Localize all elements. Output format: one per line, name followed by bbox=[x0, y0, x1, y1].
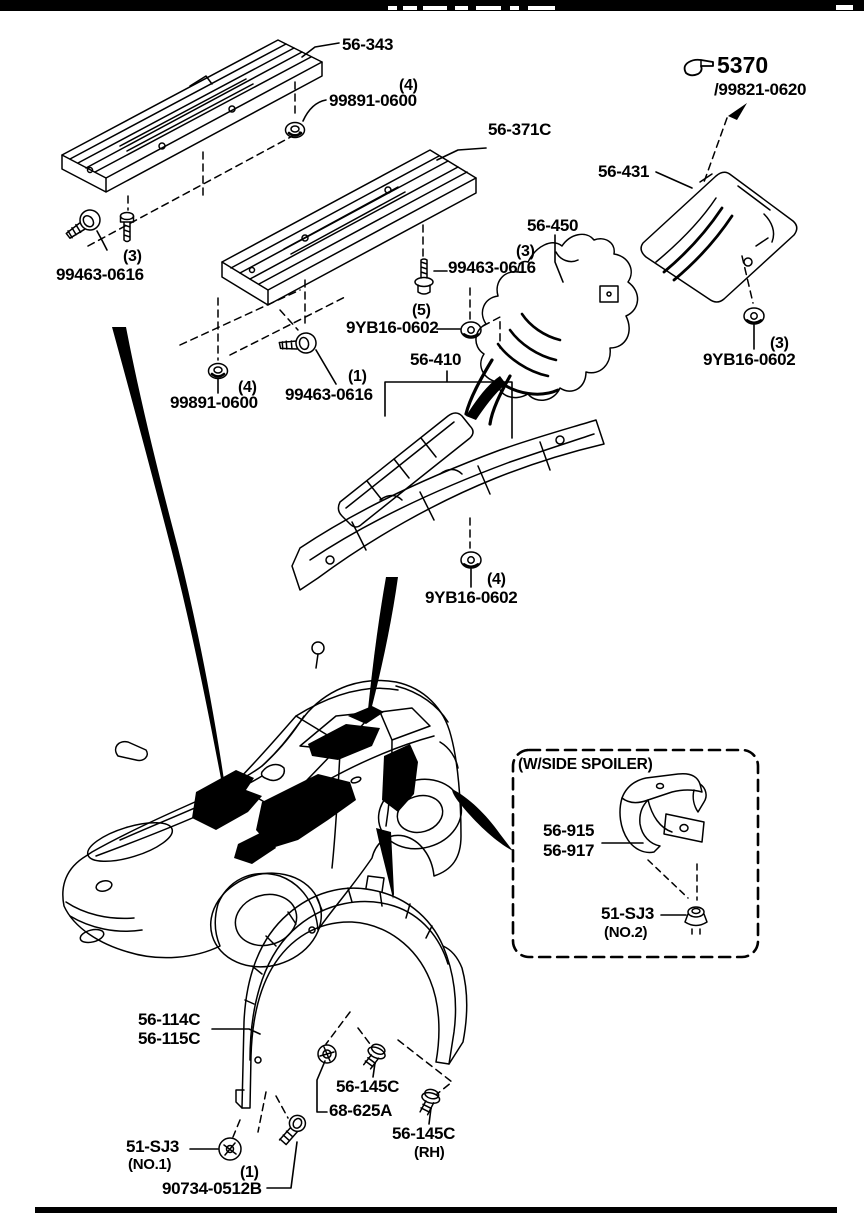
heat-insulator-56-450 bbox=[464, 233, 639, 426]
floor-insulation-patches bbox=[192, 706, 418, 864]
part-label-56-410[interactable]: 56-410 bbox=[410, 350, 462, 369]
under-cover-56-343 bbox=[61, 39, 323, 193]
grommet-99891-bottom bbox=[207, 362, 229, 380]
screw-99463-left bbox=[65, 209, 101, 239]
note-label-rh: (RH) bbox=[414, 1144, 445, 1161]
washer-9YB16-three bbox=[743, 307, 765, 325]
part-label-99463-left[interactable]: 99463-0616 bbox=[56, 265, 144, 284]
qty-label-99463-one: (1) bbox=[348, 368, 367, 385]
part-label-56-114C[interactable]: 56-114C bbox=[138, 1010, 201, 1029]
part-label-9YB16-three[interactable]: 9YB16-0602 bbox=[703, 350, 796, 369]
part-label-56-145C-front[interactable]: 56-145C bbox=[336, 1077, 400, 1096]
part-label-99463-one[interactable]: 99463-0616 bbox=[285, 385, 373, 404]
side-spoiler-box bbox=[511, 748, 760, 959]
pointer-swooshes bbox=[112, 327, 513, 899]
part-label-51-SJ3-no2[interactable]: 51-SJ3 bbox=[601, 904, 655, 923]
qty-label-90734: (1) bbox=[240, 1164, 259, 1181]
fastener-icons bbox=[65, 121, 765, 1161]
under-cover-56-371C bbox=[221, 149, 477, 306]
note-label-no1: (NO.1) bbox=[128, 1156, 172, 1173]
part-label-56-450[interactable]: 56-450 bbox=[527, 216, 579, 235]
bolt-90734 bbox=[278, 1114, 307, 1146]
top-header-bar bbox=[0, 0, 864, 11]
qty-label-9YB16-five: (5) bbox=[412, 302, 431, 319]
qty-label-99891-bottom: (4) bbox=[238, 379, 257, 396]
heat-insulator-56-431 bbox=[640, 171, 798, 303]
bolt-under-cover bbox=[119, 211, 135, 243]
part-label-99463-mid[interactable]: 99463-0616 bbox=[448, 258, 536, 277]
reference-number-5370[interactable]: 5370 bbox=[717, 52, 769, 78]
part-label-90734[interactable]: 90734-0512B bbox=[162, 1179, 262, 1198]
part-label-56-343[interactable]: 56-343 bbox=[342, 35, 394, 54]
reference-catalog-code[interactable]: /99821-0620 bbox=[714, 80, 807, 99]
qty-label-99463-mid: (3) bbox=[516, 243, 535, 260]
spoiler-box-title: (W/SIDE SPOILER) bbox=[518, 756, 653, 773]
part-label-68-625A[interactable]: 68-625A bbox=[329, 1101, 393, 1120]
part-label-56-371C[interactable]: 56-371C bbox=[488, 120, 552, 139]
washer-9YB16-four bbox=[460, 551, 482, 569]
part-label-56-915[interactable]: 56-915 bbox=[543, 821, 595, 840]
part-label-56-431[interactable]: 56-431 bbox=[598, 162, 650, 181]
part-label-99891-bottom[interactable]: 99891-0600 bbox=[170, 393, 258, 412]
qty-label-99463-left: (3) bbox=[123, 248, 142, 265]
qty-label-9YB16-four: (4) bbox=[487, 571, 506, 588]
screw-99463-one bbox=[278, 332, 317, 354]
note-label-no2: (NO.2) bbox=[604, 924, 648, 941]
washer-9YB16-five bbox=[460, 321, 482, 339]
projection-lines bbox=[87, 81, 754, 1138]
grommet-68-625A bbox=[317, 1044, 337, 1064]
clip-51-SJ3-no2 bbox=[684, 906, 708, 935]
part-label-56-115C[interactable]: 56-115C bbox=[138, 1029, 201, 1048]
qty-label-99891-top: (4) bbox=[399, 77, 418, 94]
bottom-rule bbox=[35, 1207, 837, 1213]
part-label-9YB16-five[interactable]: 9YB16-0602 bbox=[346, 318, 439, 337]
qty-label-9YB16-three: (3) bbox=[770, 335, 789, 352]
part-label-99891-top[interactable]: 99891-0600 bbox=[329, 91, 417, 110]
part-label-9YB16-four[interactable]: 9YB16-0602 bbox=[425, 588, 518, 607]
fender-liner-56-114C bbox=[235, 875, 468, 1109]
bolt-99463-mid bbox=[414, 258, 434, 295]
spoiler-bracket-56-915 bbox=[619, 772, 707, 854]
part-label-56-145C-rh[interactable]: 56-145C bbox=[392, 1124, 456, 1143]
see-reference-arrow bbox=[683, 58, 747, 120]
heat-insulator-56-410 bbox=[291, 412, 605, 591]
part-label-56-917[interactable]: 56-917 bbox=[543, 841, 595, 860]
vehicle-illustration bbox=[62, 641, 463, 968]
clip-51-SJ3-no1 bbox=[218, 1137, 242, 1161]
part-label-51-SJ3-no1[interactable]: 51-SJ3 bbox=[126, 1137, 180, 1156]
leader-lines bbox=[96, 42, 755, 1189]
